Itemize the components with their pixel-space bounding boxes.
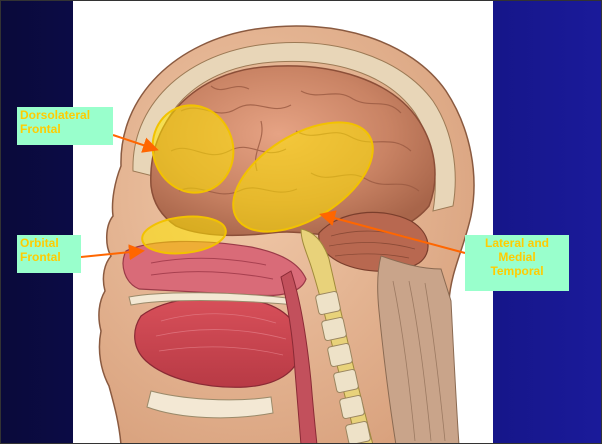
label-orbital-frontal: Orbital Frontal: [17, 235, 81, 273]
label-lateral-medial-temporal: Lateral and Medial Temporal: [465, 235, 569, 291]
label-line: Medial: [468, 250, 566, 264]
label-line: Frontal: [20, 122, 110, 136]
label-line: Lateral and: [468, 236, 566, 250]
label-dorsolateral-frontal: Dorsolateral Frontal: [17, 107, 113, 145]
label-line: Orbital: [20, 236, 78, 250]
label-line: Temporal: [468, 264, 566, 278]
label-line: Dorsolateral: [20, 108, 110, 122]
label-line: Frontal: [20, 250, 78, 264]
